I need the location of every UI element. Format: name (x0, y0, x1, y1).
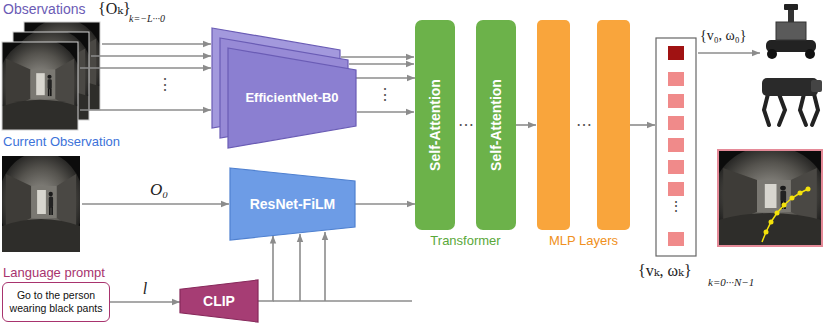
group-title: Transformer (430, 234, 500, 248)
math-symbol: {v₀, ω₀} (700, 28, 746, 43)
box-label: Self-Attention (488, 79, 505, 171)
group-title: MLP Layers (549, 234, 618, 248)
group-title: Observations (3, 2, 85, 17)
feature-arrow (341, 56, 414, 58)
attention-block: Self-Attention (476, 20, 516, 230)
ellipsis: ⋮ (377, 86, 393, 104)
wheeled-robot (766, 4, 816, 59)
feature-arrow (349, 63, 414, 65)
vector-frame (656, 38, 696, 256)
mlp-layers (537, 20, 630, 230)
vector-cell (668, 94, 684, 108)
box-label: Go to the person wearing black pants (7, 289, 105, 314)
connector-arrow (356, 77, 415, 79)
vector-cell (668, 116, 684, 130)
camera-image (9, 28, 93, 120)
node-shape (230, 168, 355, 240)
text-encoder: CLIP (180, 280, 258, 322)
math-subscript: k=0···N−1 (708, 276, 754, 288)
input-arrow (102, 43, 211, 45)
math-symbol: {vₖ, ωₖ} (638, 262, 692, 280)
mlp-bar (597, 20, 630, 230)
film-arrow (299, 234, 301, 301)
box-heading: Language prompt (3, 265, 105, 281)
box-label: CLIP (203, 293, 235, 310)
command-arrow (698, 52, 760, 54)
flow-arrow (516, 124, 536, 126)
box-label: EfficientNet-B0 (245, 90, 338, 106)
connector-arrow (355, 203, 415, 205)
connector-arrow (258, 236, 273, 301)
box-label: Self-Attention (427, 79, 444, 171)
math-symbol: {Oₖ} (98, 0, 131, 18)
film-arrow (324, 232, 326, 301)
camera-image (0, 38, 82, 130)
math-subscript: k=−L···0 (129, 13, 165, 24)
vector-cell (668, 182, 684, 196)
ellipsis: ⋯ (458, 116, 474, 134)
vector-cell (668, 46, 684, 60)
prompt-box: Language promptGo to the person wearing … (2, 282, 110, 322)
vector-cell (668, 160, 684, 174)
input-arrow (82, 203, 229, 205)
ellipsis: ⋮ (669, 199, 683, 214)
current-image (0, 152, 84, 252)
input-arrow (91, 55, 211, 57)
box-label: ResNet-FiLM (250, 196, 336, 213)
vector-cell (668, 138, 684, 152)
observation-stack (0, 18, 104, 130)
math-symbol: O₀ (150, 181, 168, 200)
node-shape (180, 280, 258, 322)
connector-arrow (110, 301, 180, 303)
node-shape (228, 48, 356, 148)
encoder-trapezoid: ResNet-FiLM (230, 168, 355, 240)
ellipsis: ⋮ (157, 76, 173, 94)
ellipsis: ⋯ (576, 116, 592, 134)
camera-image (20, 18, 104, 110)
output-vector (656, 38, 696, 256)
edge-label: l (143, 280, 147, 298)
trajectory-image (713, 146, 826, 246)
mlp-bar (537, 20, 570, 230)
flow-arrow (630, 124, 655, 126)
film-wire (273, 300, 412, 302)
input-arrow (80, 67, 211, 69)
input-arrow (80, 109, 211, 111)
encoder-trapezoid: EfficientNet-B0 (228, 48, 356, 148)
group-title: Current Observation (3, 135, 120, 149)
attention-block: Self-Attention (415, 20, 455, 230)
feature-arrow (357, 111, 414, 113)
quadruped-robot (762, 78, 822, 125)
vector-cell (668, 232, 684, 246)
vector-cell (668, 72, 684, 86)
